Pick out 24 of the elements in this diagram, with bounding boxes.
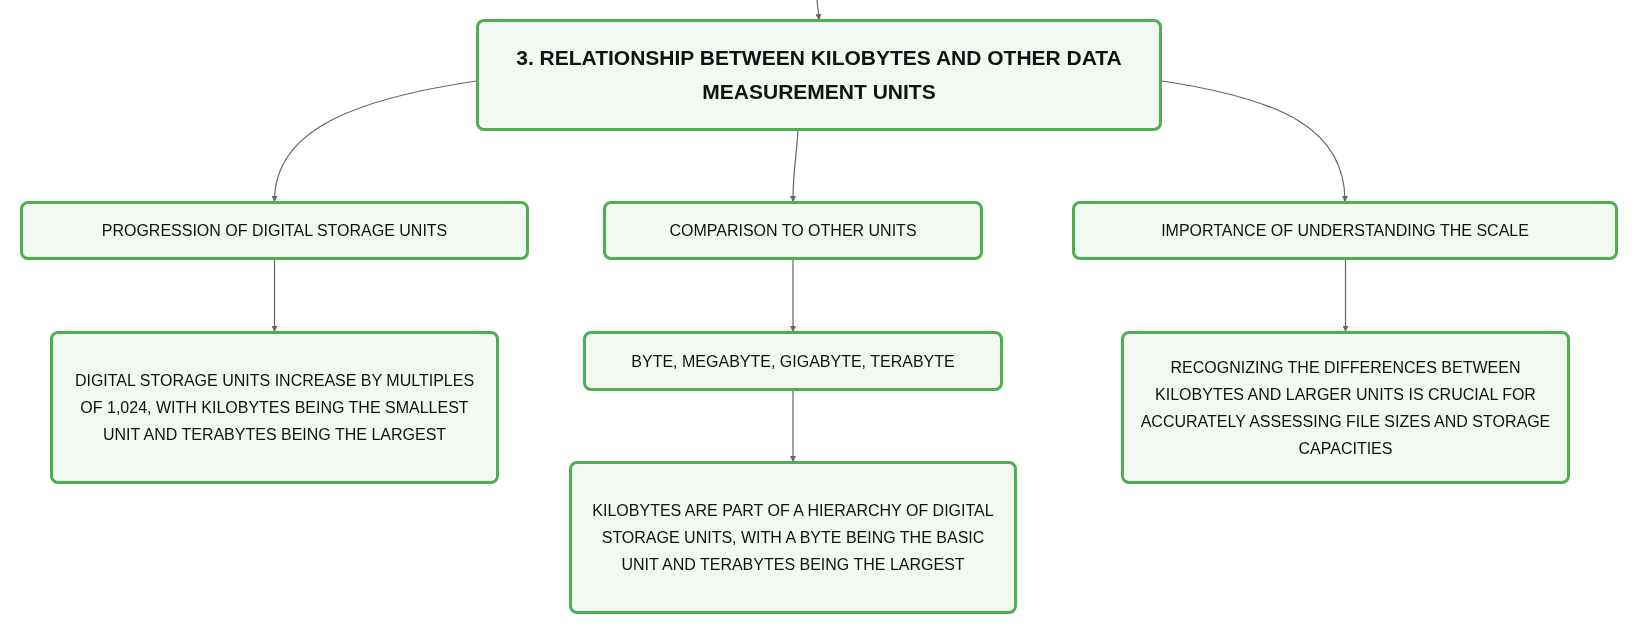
subtopic-box <box>50 331 499 484</box>
subtopic-box <box>569 461 1017 614</box>
connector-arrow <box>790 259 796 332</box>
subtopic-box <box>20 201 529 260</box>
topic-text: PROGRESSION OF DIGITAL STORAGE UNITS <box>101 221 448 241</box>
connector-arrow <box>1342 259 1349 332</box>
topic-text: RECOGNIZING THE DIFFERENCES BETWEEN KILOBYTES AND LARGER UNITS IS CRUCIAL FOR ACCURATELY ASSESSING FILE SIZES AND STORAGE CAPACITIES <box>1140 357 1551 459</box>
topic-text: IMPORTANCE OF UNDERSTANDING THE SCALE <box>1161 221 1529 241</box>
connector-arrow <box>815 0 822 20</box>
subtopic-box <box>583 331 1003 391</box>
topic-title: 3. RELATIONSHIP BETWEEN KILOBYTES AND OTHER DATA MEASUREMENT UNITS <box>515 45 1123 105</box>
connector-arrow <box>1161 80 1348 202</box>
topic-text: COMPARISON TO OTHER UNITS <box>669 221 917 241</box>
connector-arrow <box>272 80 477 202</box>
connector-arrow <box>790 390 796 462</box>
subtopic-box <box>603 201 983 260</box>
connector-arrow <box>790 130 799 202</box>
topic-box <box>476 19 1162 131</box>
topic-text: KILOBYTES ARE PART OF A HIERARCHY OF DIGITAL STORAGE UNITS, WITH A BYTE BEING THE BASIC UNIT AND TERABYTES BEING THE LARGEST <box>591 501 995 575</box>
topic-text: BYTE, MEGABYTE, GIGABYTE, TERABYTE <box>631 351 955 372</box>
subtopic-box <box>1121 331 1570 484</box>
subtopic-box <box>1072 201 1618 260</box>
topic-text: DIGITAL STORAGE UNITS INCREASE BY MULTIPLES OF 1,024, WITH KILOBYTES BEING THE SMALLEST UNIT AND TERABYTES BEING THE LARGEST <box>73 371 476 445</box>
connector-arrow <box>271 259 278 332</box>
